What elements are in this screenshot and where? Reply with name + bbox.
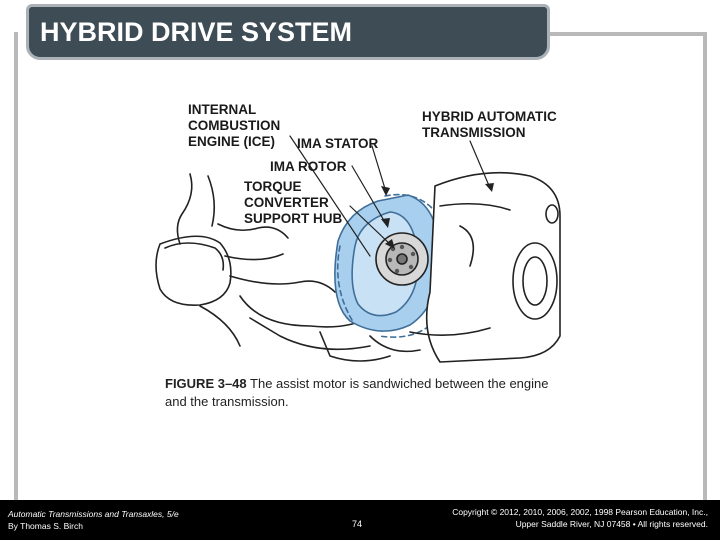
callout-ice: INTERNAL COMBUSTION ENGINE (ICE) (188, 102, 281, 149)
footer-copyright-line1: Copyright © 2012, 2010, 2006, 2002, 1998… (452, 507, 708, 517)
figure-number: FIGURE 3–48 (165, 376, 247, 391)
callout-torque-converter-hub: TORQUE CONVERTER SUPPORT HUB (244, 179, 343, 226)
footer-book-info: Automatic Transmissions and Transaxles, … (8, 508, 179, 532)
slide-title: HYBRID DRIVE SYSTEM (40, 17, 353, 47)
callout-ima-rotor: IMA ROTOR (270, 159, 347, 174)
hybrid-drive-figure: INTERNAL COMBUSTION ENGINE (ICE) IMA STA… (140, 96, 580, 371)
slide-frame: HYBRID DRIVE SYSTEM (14, 4, 707, 500)
caption-text: The assist motor is sandwiched between t… (165, 376, 549, 409)
callout-hybrid-transmission: HYBRID AUTOMATIC TRANSMISSION (422, 109, 557, 140)
footer-page-number: 74 (352, 519, 363, 529)
hybrid-drive-illustration (155, 135, 561, 363)
footer-author: By Thomas S. Birch (8, 521, 83, 531)
title-tab (26, 4, 550, 60)
frame-border-right (703, 32, 707, 500)
footer-copyright: Copyright © 2012, 2010, 2006, 2002, 1998… (452, 506, 708, 530)
footer-book-title: Automatic Transmissions and Transaxles, … (8, 509, 179, 519)
slide-footer: Automatic Transmissions and Transaxles, … (0, 500, 720, 540)
frame-border-left (14, 32, 18, 500)
callout-ima-stator: IMA STATOR (297, 136, 379, 151)
figure-caption: FIGURE 3–48 The assist motor is sandwich… (165, 375, 565, 411)
footer-copyright-line2: Upper Saddle River, NJ 07458 • All right… (515, 519, 708, 529)
